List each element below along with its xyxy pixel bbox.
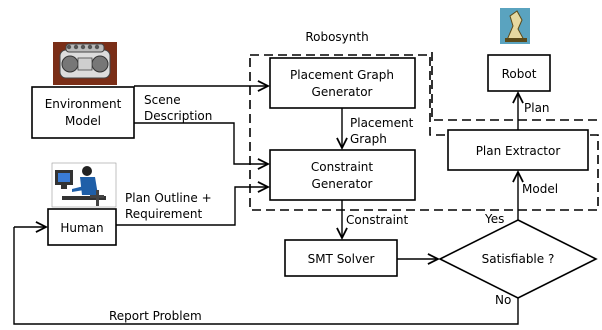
robot-3d-printer-image xyxy=(53,42,117,85)
plan-boundary xyxy=(431,52,598,121)
label-constraint: Constraint xyxy=(346,213,409,227)
label-scene-description-2: Description xyxy=(144,109,212,123)
svg-text:Plan Extractor: Plan Extractor xyxy=(476,144,561,158)
svg-text:Model: Model xyxy=(65,114,101,128)
label-plan-outline-2: Requirement xyxy=(125,207,202,221)
svg-text:Robot: Robot xyxy=(502,67,537,81)
label-placement-graph-2: Graph xyxy=(350,132,387,146)
svg-text:SMT Solver: SMT Solver xyxy=(308,252,375,266)
svg-text:Generator: Generator xyxy=(312,177,373,191)
robosynth-label: Robosynth xyxy=(305,30,368,44)
svg-text:Human: Human xyxy=(60,221,103,235)
label-no: No xyxy=(495,293,511,307)
label-scene-description-1: Scene xyxy=(144,93,181,107)
node-robot: Robot xyxy=(487,54,551,92)
robosynth-boundary xyxy=(249,54,599,211)
label-plan: Plan xyxy=(524,101,550,115)
svg-text:Generator: Generator xyxy=(312,85,373,99)
node-plan-extractor: Plan Extractor xyxy=(447,129,589,171)
node-human: Human xyxy=(47,208,117,246)
svg-text:Placement Graph: Placement Graph xyxy=(290,68,394,82)
node-environment-model: Environment Model xyxy=(31,86,135,139)
node-constraint-generator: Constraint Generator xyxy=(269,149,416,201)
label-report-problem: Report Problem xyxy=(109,309,202,323)
svg-text:Environment: Environment xyxy=(45,97,122,111)
node-satisfiable: Satisfiable ? xyxy=(438,219,598,299)
svg-text:Constraint: Constraint xyxy=(311,160,374,174)
robot-arm-image xyxy=(500,8,530,44)
svg-text:Satisfiable ?: Satisfiable ? xyxy=(482,252,555,266)
label-plan-outline-1: Plan Outline + xyxy=(125,191,212,205)
edge-env-to-constraint xyxy=(134,122,268,164)
node-smt-solver: SMT Solver xyxy=(284,239,398,277)
label-model: Model xyxy=(522,182,558,196)
human-at-computer-image xyxy=(51,162,117,208)
label-placement-graph-1: Placement xyxy=(350,116,414,130)
edge-report-problem-path xyxy=(13,227,519,325)
edge-human-to-constraint xyxy=(116,187,268,226)
label-yes: Yes xyxy=(484,212,504,226)
node-placement-graph-generator: Placement Graph Generator xyxy=(269,57,416,109)
